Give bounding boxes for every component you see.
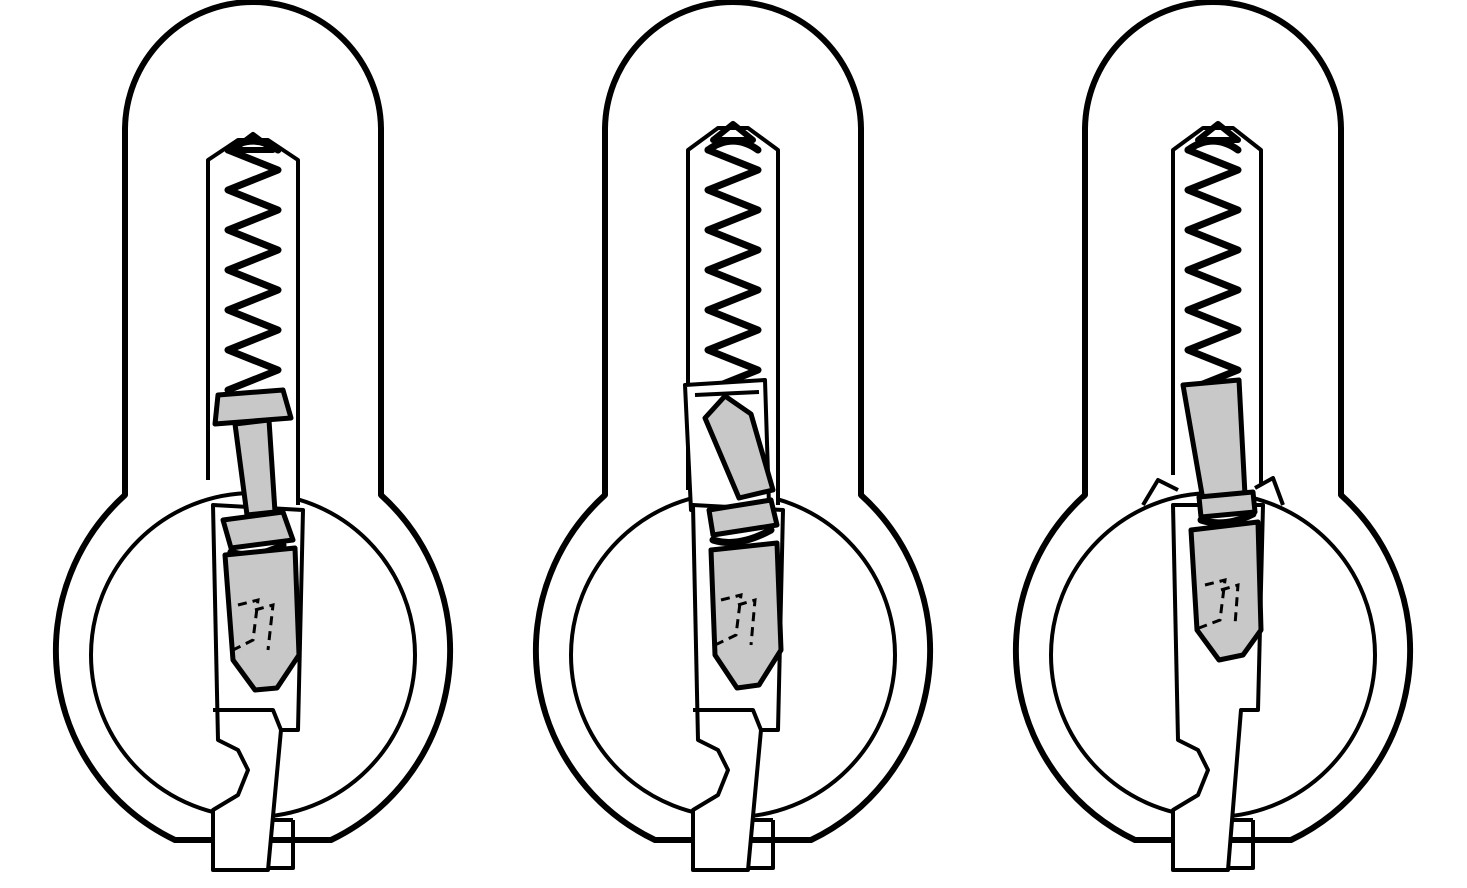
panel-2: [536, 2, 930, 872]
panel-1: [56, 2, 450, 872]
panel-3: [1016, 2, 1410, 872]
